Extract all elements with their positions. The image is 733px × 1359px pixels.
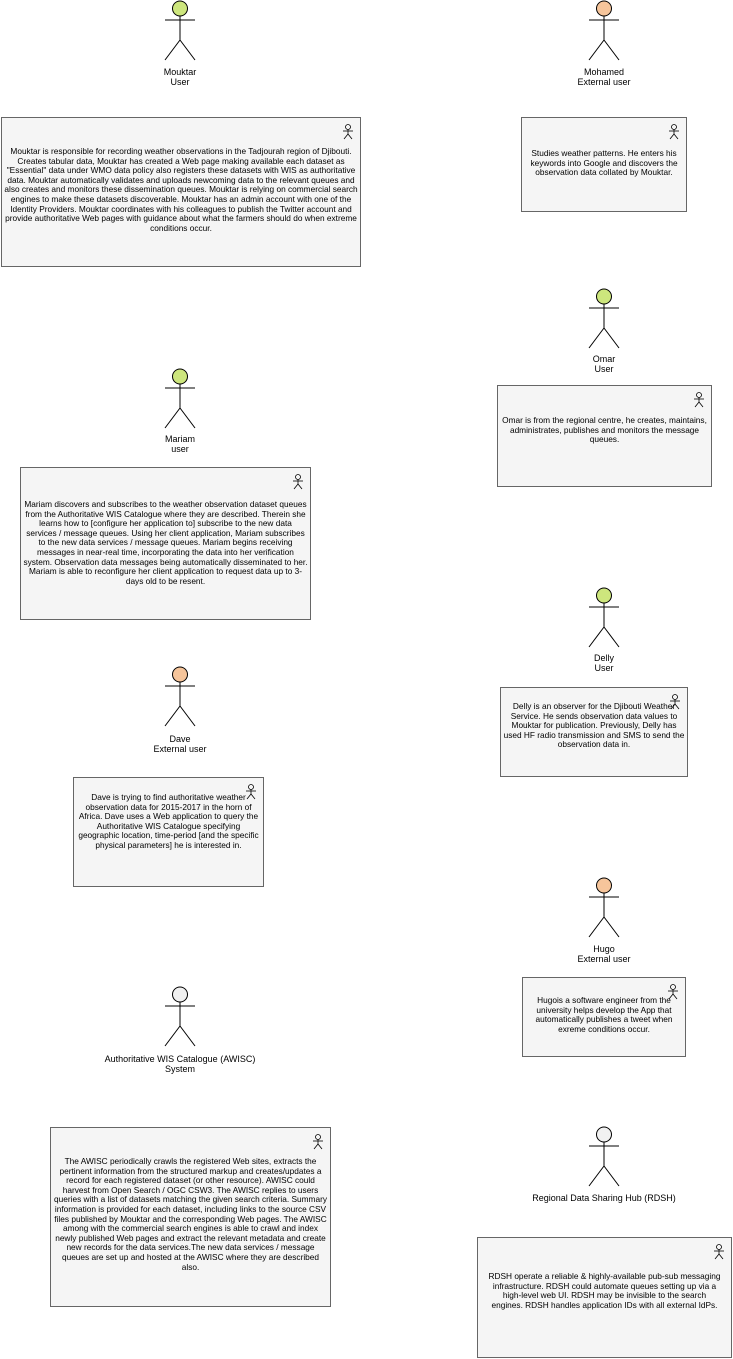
actor-name: Delly <box>593 653 615 663</box>
actor-label-moukhtar: Mouktar User <box>164 67 197 87</box>
description-text: Mariam discovers and subscribes to the w… <box>23 499 308 586</box>
actor-mohamed[interactable] <box>584 0 624 64</box>
actor-name: Mouktar <box>163 67 197 77</box>
description-text: Delly is an observer for the Djibouti We… <box>503 701 685 750</box>
stick-figure-icon <box>164 666 196 727</box>
description-text: Omar is from the regional centre, he cre… <box>502 415 707 445</box>
actor-name: Mohamed <box>583 67 625 77</box>
description-text: RDSH operate a reliable & highly-availab… <box>488 1271 721 1310</box>
actor-omar[interactable] <box>584 288 624 352</box>
description-card-mariam[interactable]: Mariam discovers and subscribes to the w… <box>20 467 311 620</box>
stick-figure-icon <box>588 288 620 349</box>
actor-hugo[interactable] <box>584 877 624 941</box>
actor-delly[interactable] <box>584 587 624 651</box>
actor-dave[interactable] <box>160 666 200 730</box>
stick-figure-icon <box>588 0 620 61</box>
stick-figure-icon <box>588 1126 620 1187</box>
actor-name: Hugo <box>593 944 615 954</box>
description-text: Dave is trying to find authoritative wea… <box>78 792 259 850</box>
actor-role: External user <box>577 954 631 964</box>
actor-icon <box>694 392 704 408</box>
actor-icon <box>246 784 256 800</box>
stick-figure-icon <box>588 877 620 938</box>
description-card-moukhtar[interactable]: Mouktar is responsible for recording wea… <box>1 117 361 267</box>
actor-rdsh[interactable] <box>584 1126 624 1190</box>
actor-name: Authoritative WIS Catalogue (AWISC) <box>104 1054 256 1064</box>
description-card-omar[interactable]: Omar is from the regional centre, he cre… <box>497 385 712 487</box>
stick-figure-icon <box>164 368 196 429</box>
stick-figure-icon <box>164 986 196 1047</box>
stick-figure-icon <box>588 587 620 648</box>
actor-name: Regional Data Sharing Hub (RDSH) <box>532 1193 676 1203</box>
description-card-delly[interactable]: Delly is an observer for the Djibouti We… <box>500 687 688 777</box>
actor-role: User <box>594 663 614 673</box>
description-text: Studies weather patterns. He enters his … <box>530 148 678 178</box>
actor-name: Omar <box>592 354 616 364</box>
description-card-awisc[interactable]: The AWISC periodically crawls the regist… <box>50 1127 331 1307</box>
description-card-dave[interactable]: Dave is trying to find authoritative wea… <box>73 777 264 887</box>
actor-label-rdsh: Regional Data Sharing Hub (RDSH) <box>532 1193 676 1203</box>
actor-label-awisc: Authoritative WIS Catalogue (AWISC) Syst… <box>105 1054 256 1074</box>
description-text: The AWISC periodically crawls the regist… <box>54 1156 327 1272</box>
actor-role: User <box>170 77 190 87</box>
actor-label-omar: Omar User <box>593 354 616 374</box>
actor-label-mariam: Mariam user <box>165 434 195 454</box>
actor-icon <box>313 1134 323 1150</box>
actor-role: External user <box>153 744 207 754</box>
description-card-rdsh[interactable]: RDSH operate a reliable & highly-availab… <box>477 1237 732 1358</box>
description-card-mohamed[interactable]: Studies weather patterns. He enters his … <box>521 117 687 212</box>
actor-label-dave: Dave External user <box>153 734 206 754</box>
actor-awisc[interactable] <box>160 986 200 1050</box>
actor-icon <box>714 1244 724 1260</box>
actor-icon <box>669 124 679 140</box>
actor-role: External user <box>577 77 631 87</box>
actor-label-mohamed: Mohamed External user <box>577 67 630 87</box>
description-text: Hugois a software engineer from the univ… <box>535 995 673 1034</box>
actor-label-hugo: Hugo External user <box>577 944 630 964</box>
actor-icon <box>293 474 303 490</box>
description-card-hugo[interactable]: Hugois a software engineer from the univ… <box>522 977 686 1057</box>
actor-role: User <box>594 364 614 374</box>
actor-role: System <box>164 1064 196 1074</box>
actor-mariam[interactable] <box>160 368 200 432</box>
actor-icon <box>668 984 678 1000</box>
description-text: Mouktar is responsible for recording wea… <box>4 146 358 233</box>
actor-name: Mariam <box>164 434 196 444</box>
actor-moukhtar[interactable] <box>160 0 200 64</box>
stick-figure-icon <box>164 0 196 61</box>
actor-role: user <box>171 444 189 454</box>
actor-name: Dave <box>169 734 191 744</box>
actor-icon <box>670 694 680 710</box>
actor-label-delly: Delly User <box>594 653 614 673</box>
actor-icon <box>343 124 353 140</box>
